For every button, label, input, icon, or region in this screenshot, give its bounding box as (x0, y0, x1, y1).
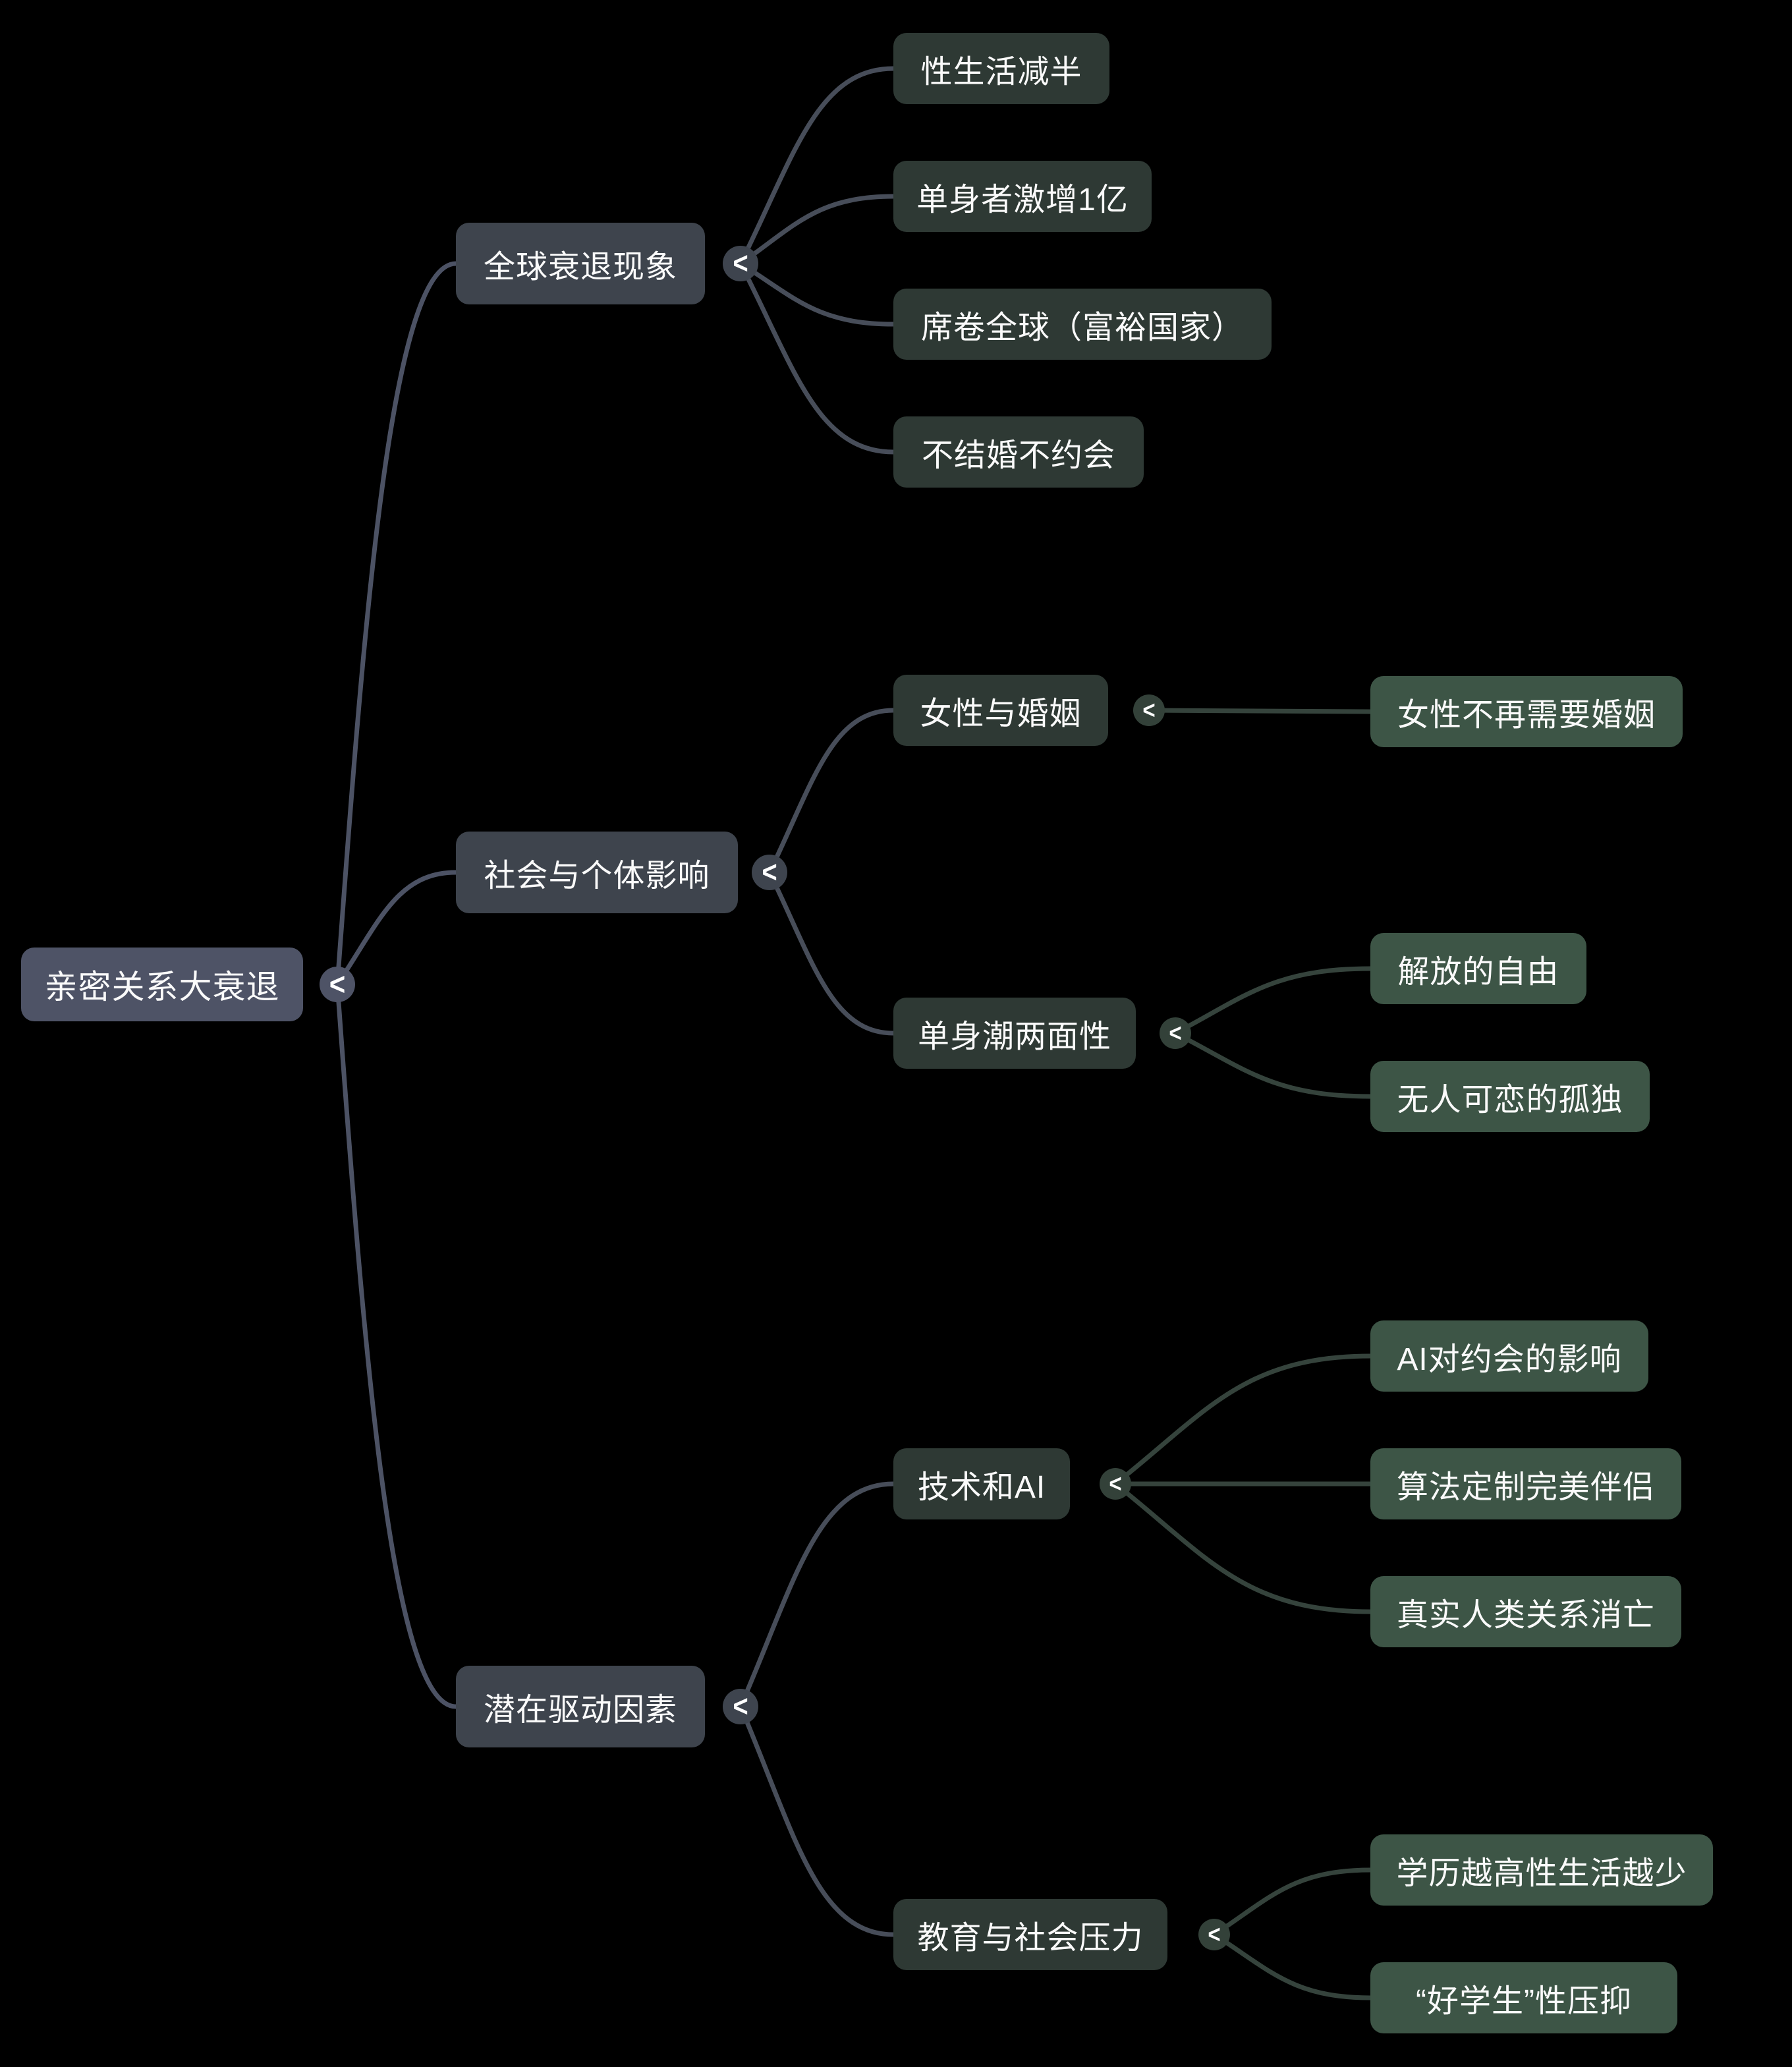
mindmap-node-b3c1g3[interactable]: 真实人类关系消亡 (1370, 1576, 1681, 1647)
mindmap-node-b1c3[interactable]: 席卷全球（富裕国家） (893, 289, 1272, 360)
link-b3c1-to-b3c1g1 (1113, 1353, 1373, 1487)
collapse-button-b2c1[interactable]: < (1133, 694, 1165, 726)
mindmap-node-b2c2g2[interactable]: 无人可恋的孤独 (1370, 1061, 1650, 1132)
mindmap-node-b2c1g1[interactable]: 女性不再需要婚姻 (1370, 676, 1683, 747)
node-label: 性生活减半 (920, 55, 1082, 90)
link-b3-to-b3c2 (738, 1704, 896, 1937)
node-label: 学历越高性生活越少 (1396, 1856, 1687, 1891)
link-b2-to-b2c2 (767, 870, 896, 1036)
mindmap-node-b3c1g2[interactable]: 算法定制完美伴侣 (1370, 1448, 1681, 1519)
link-b2c2-to-b2c2g1 (1173, 966, 1373, 1036)
collapse-chevron-icon: < (1109, 1469, 1122, 1498)
mindmap-node-b1c2[interactable]: 单身者激增1亿 (893, 161, 1152, 232)
collapse-chevron-icon: < (733, 246, 748, 280)
collapse-button-b2c2[interactable]: < (1160, 1017, 1191, 1049)
collapse-chevron-icon: < (1142, 696, 1156, 724)
node-label: 亲密关系大衰退 (44, 969, 280, 1005)
node-label: 女性与婚姻 (920, 696, 1082, 731)
link-root-to-b2 (335, 870, 459, 987)
mindmap-node-b2c2g1[interactable]: 解放的自由 (1370, 933, 1586, 1004)
mindmap-node-root[interactable]: 亲密关系大衰退 (21, 948, 303, 1021)
link-b1-to-b1c2 (738, 194, 896, 266)
node-label: 不结婚不约会 (921, 438, 1115, 473)
link-b2c2-to-b2c2g2 (1173, 1031, 1373, 1099)
node-label: “好学生”性压抑 (1416, 1984, 1632, 2019)
link-b2-to-b2c1 (767, 708, 896, 875)
node-label: 女性不再需要婚姻 (1397, 698, 1656, 733)
collapse-button-b3[interactable]: < (723, 1689, 758, 1724)
node-label: AI对约会的影响 (1397, 1342, 1622, 1377)
collapse-button-b3c2[interactable]: < (1198, 1919, 1230, 1950)
collapse-chevron-icon: < (1169, 1019, 1182, 1047)
mindmap-node-b3c1[interactable]: 技术和AI (893, 1448, 1070, 1519)
link-b3c1-to-b3c1g3 (1113, 1481, 1373, 1614)
link-b2c1-to-b2c1g1 (1146, 708, 1373, 714)
link-b3c2-to-b3c2g2 (1212, 1932, 1373, 2000)
node-label: 单身者激增1亿 (916, 183, 1129, 217)
node-label: 解放的自由 (1397, 955, 1559, 990)
link-root-to-b1 (335, 261, 459, 987)
collapse-chevron-icon: < (762, 855, 777, 889)
collapse-chevron-icon: < (733, 1689, 748, 1723)
link-b1-to-b1c4 (738, 261, 896, 455)
node-label: 教育与社会压力 (917, 1921, 1144, 1956)
mindmap-node-b2[interactable]: 社会与个体影响 (456, 832, 738, 913)
mindmap-node-b3c1g1[interactable]: AI对约会的影响 (1370, 1320, 1648, 1392)
mindmap-node-b2c2[interactable]: 单身潮两面性 (893, 998, 1136, 1069)
node-label: 社会与个体影响 (484, 859, 710, 893)
mindmap-node-b1[interactable]: 全球衰退现象 (456, 223, 705, 304)
collapse-button-b2[interactable]: < (752, 855, 787, 890)
mindmap-node-b1c4[interactable]: 不结婚不约会 (893, 416, 1144, 488)
node-label: 无人可恋的孤独 (1397, 1083, 1623, 1118)
node-label: 真实人类关系消亡 (1396, 1598, 1655, 1633)
link-root-to-b3 (335, 982, 459, 1709)
collapse-button-root[interactable]: < (320, 966, 355, 1002)
node-label: 单身潮两面性 (917, 1019, 1111, 1054)
link-b3c2-to-b3c2g1 (1212, 1867, 1373, 1937)
mindmap-node-b3c2g2[interactable]: “好学生”性压抑 (1370, 1962, 1677, 2033)
node-label: 技术和AI (917, 1470, 1046, 1505)
collapse-chevron-icon: < (329, 966, 346, 1002)
mindmap-node-b1c1[interactable]: 性生活减半 (893, 33, 1109, 104)
mindmap-node-b3c2[interactable]: 教育与社会压力 (893, 1899, 1167, 1970)
collapse-button-b3c1[interactable]: < (1100, 1468, 1131, 1500)
link-b1-to-b1c3 (738, 261, 896, 327)
collapse-button-b1[interactable]: < (723, 246, 758, 281)
node-label: 全球衰退现象 (483, 250, 677, 285)
node-label: 潜在驱动因素 (483, 1693, 677, 1728)
link-b1-to-b1c1 (738, 66, 896, 266)
node-label: 席卷全球（富裕国家） (920, 310, 1244, 345)
link-b3-to-b3c1 (738, 1481, 896, 1709)
mindmap-node-b3c2g1[interactable]: 学历越高性生活越少 (1370, 1834, 1713, 1906)
collapse-chevron-icon: < (1208, 1920, 1221, 1948)
mindmap-node-b3[interactable]: 潜在驱动因素 (456, 1666, 705, 1747)
mindmap-node-b2c1[interactable]: 女性与婚姻 (893, 675, 1108, 746)
node-label: 算法定制完美伴侣 (1396, 1470, 1655, 1505)
